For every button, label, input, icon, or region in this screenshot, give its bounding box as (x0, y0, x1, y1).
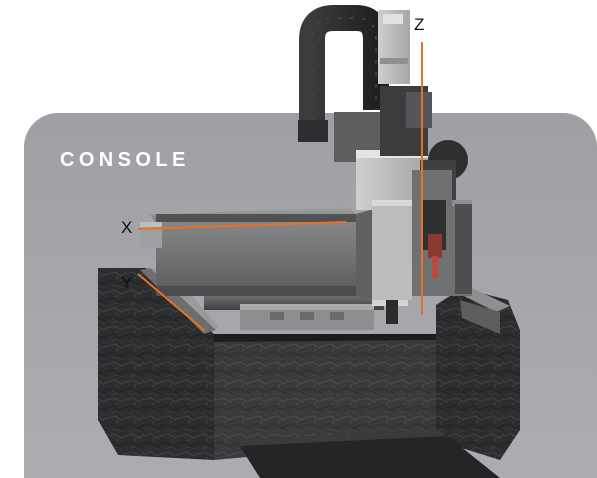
x-axis-leader (137, 221, 347, 230)
axis-leaders (137, 42, 423, 332)
x-axis-label: X (121, 218, 133, 237)
y-carriage (204, 296, 408, 330)
z-axis-label: Z (414, 15, 425, 34)
y-axis-label: Y (121, 273, 133, 292)
console-title: CONSOLE (60, 149, 190, 171)
granite-base (98, 268, 520, 478)
y-axis-leader (137, 273, 206, 332)
cable-chain (298, 5, 389, 142)
z-axis-head (334, 10, 468, 324)
